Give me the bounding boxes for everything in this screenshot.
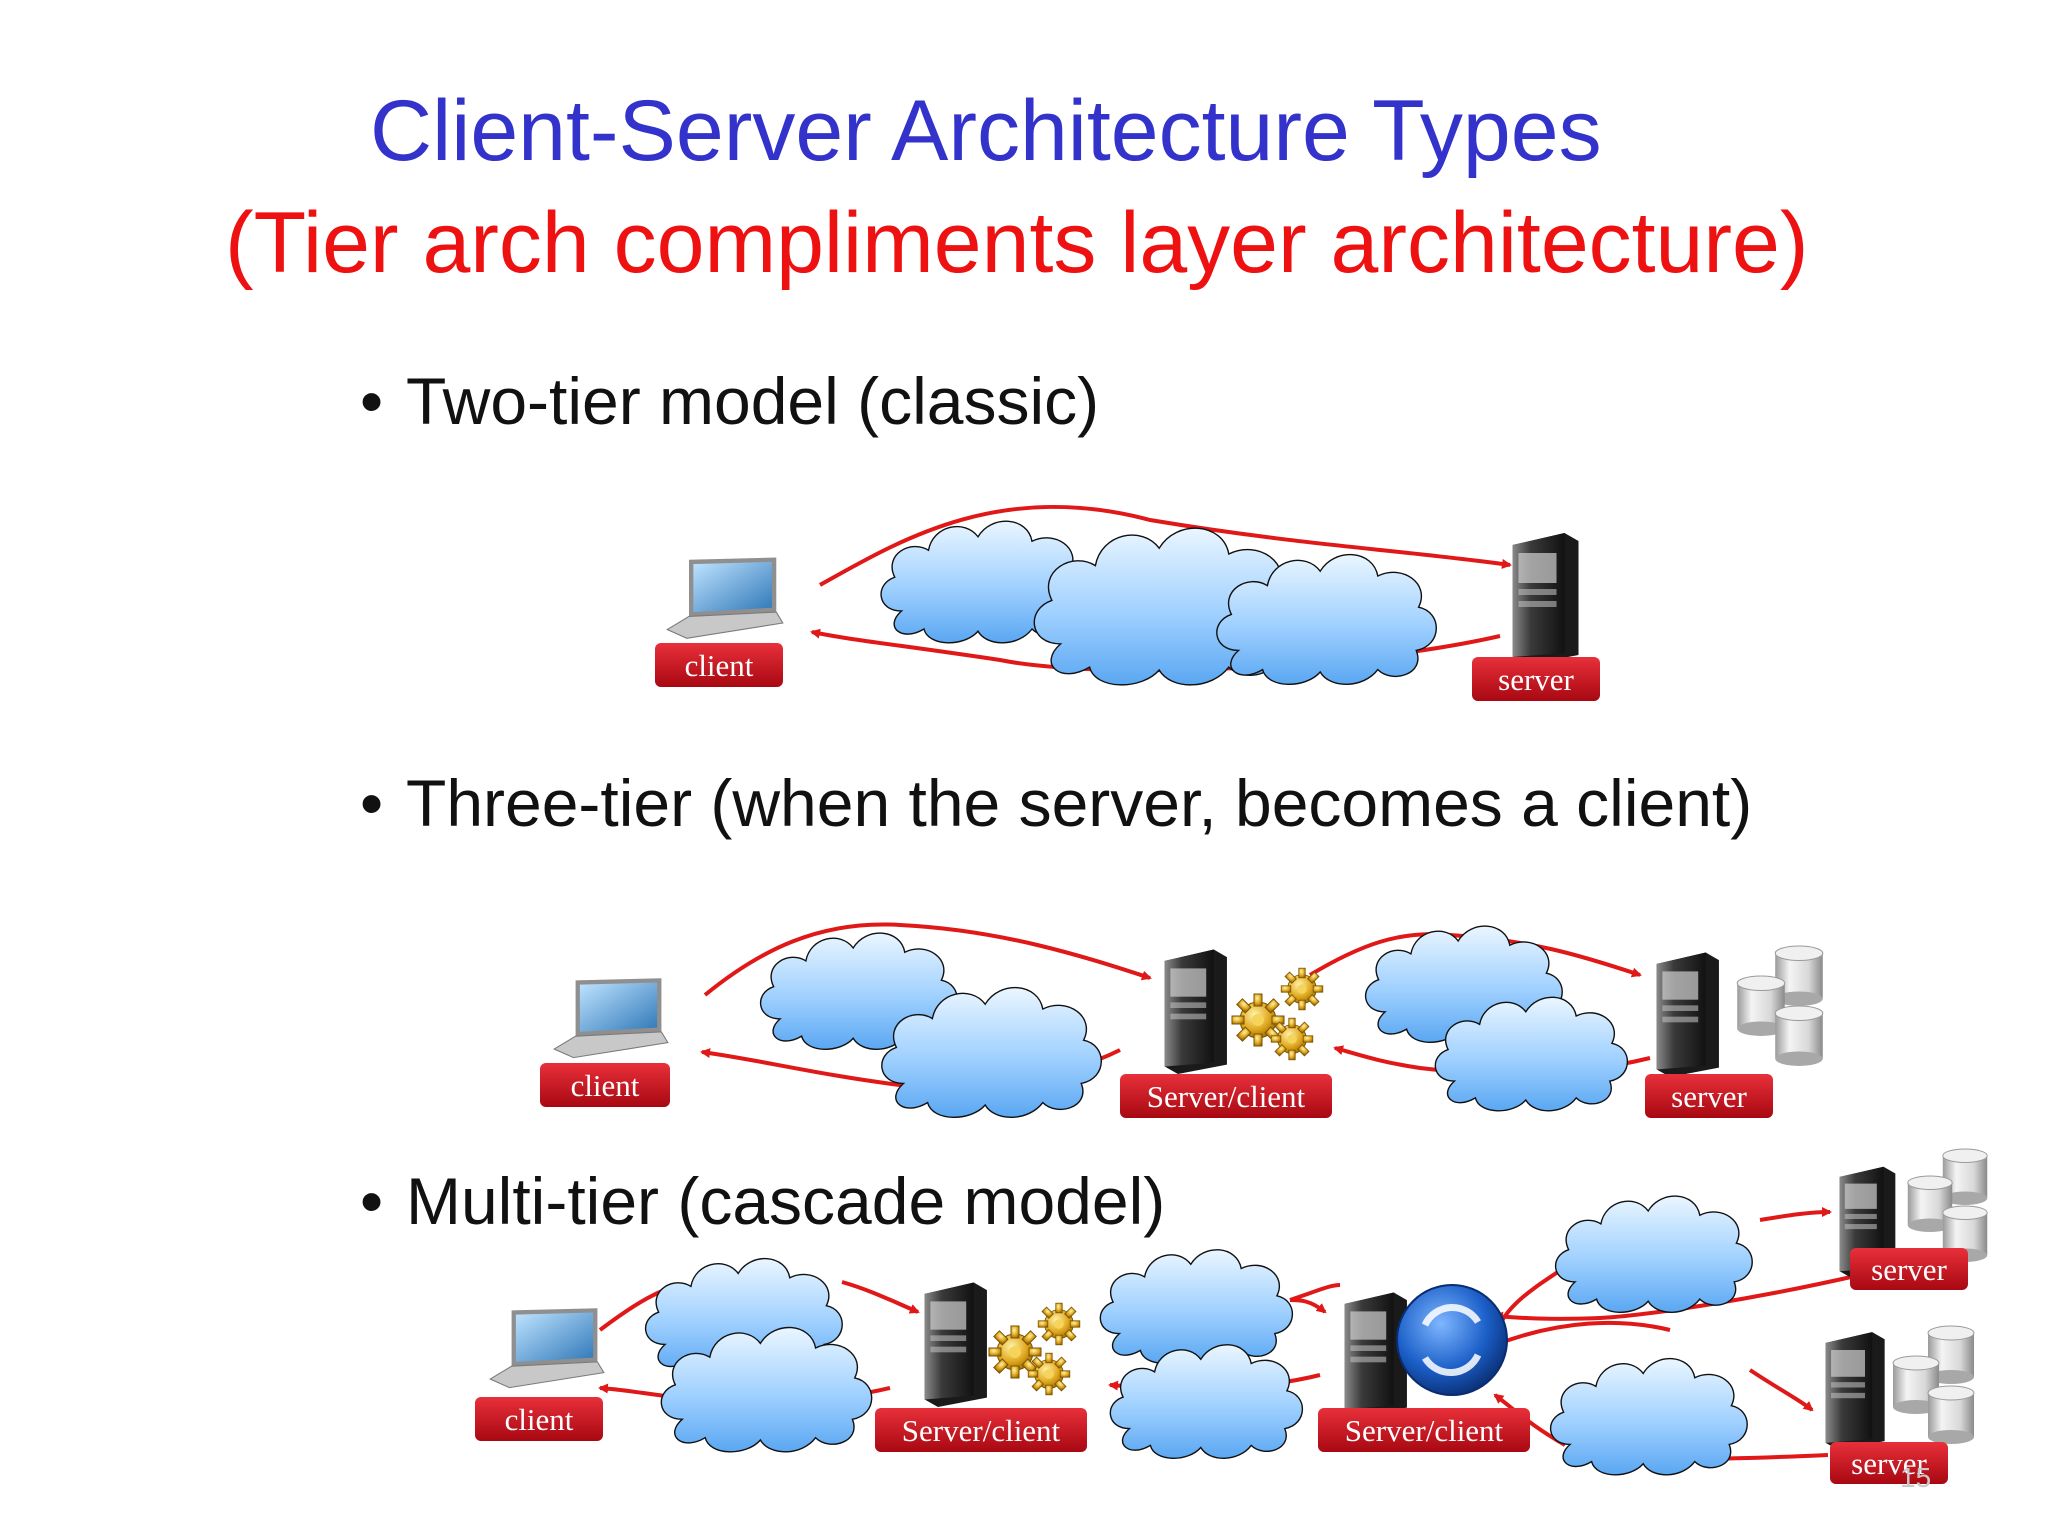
database-icon [1927, 1385, 1975, 1445]
request-arrow [1289, 1283, 1341, 1302]
cloud-icon [1553, 1194, 1754, 1314]
client-label: client [655, 643, 783, 687]
gears-icon [988, 1325, 1042, 1379]
request-arrow [1748, 1368, 1814, 1412]
laptop-icon [553, 977, 669, 1059]
bullet-text: Three-tier (when the server, becomes a c… [406, 766, 1753, 840]
multi-tier-diagram: client Server/client Server/client serve… [475, 1148, 1988, 1484]
server-tower-icon [1825, 1332, 1885, 1450]
server-client-label-text: Server/client [1345, 1413, 1504, 1448]
server-client-label-text: Server/client [1147, 1079, 1306, 1114]
database-icon [1774, 1005, 1824, 1067]
server-label-text: server [1851, 1446, 1927, 1481]
gears-icon [1027, 1352, 1071, 1396]
request-arrow [819, 504, 1512, 587]
bullet-marker: • [360, 364, 384, 438]
bullet-text: Two-tier model (classic) [406, 364, 1100, 438]
slide-subtitle: (Tier arch compliments layer architectur… [225, 195, 1809, 291]
server-tower-icon [1344, 1292, 1407, 1417]
gears-icon [1037, 1302, 1081, 1346]
bullet-multi-tier: •Multi-tier (cascade model) [360, 1168, 1165, 1234]
server-client-label: Server/client [875, 1408, 1087, 1452]
server-tower-icon [1656, 952, 1719, 1077]
bullet-text: Multi-tier (cascade model) [406, 1164, 1166, 1238]
gears-icon [1270, 1017, 1314, 1061]
cloud-icon [1548, 1356, 1749, 1477]
client-label-text: client [685, 648, 754, 683]
bullet-two-tier: •Two-tier model (classic) [360, 368, 1099, 434]
server-label: server [1830, 1442, 1948, 1484]
server-client-label: Server/client [1318, 1408, 1530, 1452]
request-arrow [841, 1280, 920, 1314]
server-tower-icon [924, 1282, 987, 1407]
server-label-text: server [1498, 662, 1574, 697]
gears-icon [1280, 967, 1324, 1011]
server-client-label: Server/client [1120, 1074, 1332, 1118]
server-label-text: server [1871, 1252, 1947, 1287]
two-tier-diagram: client server [655, 504, 1600, 701]
server-label: server [1645, 1074, 1773, 1118]
slide-title: Client-Server Architecture Types [370, 83, 1602, 179]
server-tower-icon [1164, 949, 1227, 1074]
bullet-marker: • [360, 1164, 384, 1238]
cloud-icon [1098, 1248, 1295, 1365]
cloud-icon [1108, 1343, 1305, 1461]
three-tier-diagram: client Server/client server [540, 922, 1824, 1120]
client-label-text: client [505, 1402, 574, 1437]
laptop-icon [666, 556, 784, 639]
page-number: 15 [1900, 1462, 1932, 1493]
bullet-three-tier: •Three-tier (when the server, becomes a … [360, 770, 1752, 836]
server-tower-icon [1512, 533, 1579, 665]
bullet-marker: • [360, 766, 384, 840]
request-arrow [1494, 1320, 1671, 1347]
client-label: client [475, 1397, 603, 1441]
client-label-text: client [571, 1068, 640, 1103]
server-label: server [1472, 657, 1600, 701]
request-arrow [1759, 1207, 1832, 1222]
sync-globe-icon [1396, 1284, 1508, 1396]
server-client-label-text: Server/client [902, 1413, 1061, 1448]
server-label-text: server [1671, 1079, 1747, 1114]
server-label: server [1850, 1248, 1968, 1290]
client-label: client [540, 1063, 670, 1107]
request-arrow [703, 922, 1152, 997]
response-arrow [1493, 1273, 1861, 1322]
laptop-icon [489, 1307, 605, 1389]
request-arrow [1289, 1298, 1327, 1314]
